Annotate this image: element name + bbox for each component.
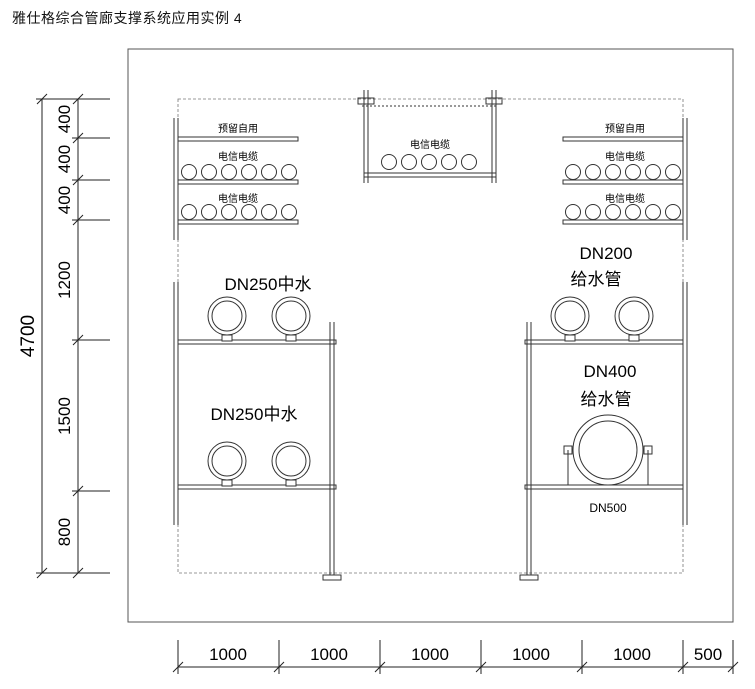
pipe-dn250	[211, 445, 243, 477]
label-reclaimed-upper: DN250中水	[225, 275, 312, 294]
left-cable-row-2	[181, 204, 297, 220]
cable	[381, 154, 397, 170]
cable	[565, 164, 581, 180]
label-telecom-left-1: 电信电缆	[218, 150, 258, 163]
label-dn500: DN500	[589, 501, 627, 515]
dim-v-total: 4700	[18, 315, 39, 357]
cable	[585, 204, 601, 220]
label-reclaimed-lower: DN250中水	[211, 405, 298, 424]
pipe-dn250	[207, 296, 247, 336]
horizontal-dimension-chain	[172, 640, 739, 674]
pipe-dn250	[271, 441, 311, 481]
cable	[181, 204, 197, 220]
dim-v-3: 400	[55, 186, 74, 214]
cable	[565, 204, 581, 220]
cable	[605, 204, 621, 220]
cable	[181, 164, 197, 180]
right-pipe-frame	[519, 322, 684, 581]
cable	[221, 164, 237, 180]
right-cable-row-1	[565, 164, 681, 180]
left-cable-row-1	[181, 164, 297, 180]
cable	[281, 204, 297, 220]
pipe-dn400	[572, 414, 644, 486]
cable	[665, 164, 681, 180]
dim-v-2: 400	[55, 145, 74, 173]
cable	[585, 164, 601, 180]
label-supply-small-name: 给水管	[571, 270, 622, 289]
left-wall-channel	[173, 118, 179, 525]
left-pipe-frame	[177, 322, 342, 581]
cable	[605, 164, 621, 180]
dim-h-3: 1000	[411, 645, 449, 664]
tunnel-outer-wall	[127, 48, 734, 623]
center-cable-row	[381, 154, 477, 170]
cable	[201, 204, 217, 220]
dim-v-5: 1500	[55, 397, 74, 435]
right-cable-trays	[562, 136, 684, 225]
cable	[625, 204, 641, 220]
dim-h-5: 1000	[613, 645, 651, 664]
cable	[261, 164, 277, 180]
cable	[241, 164, 257, 180]
cable	[625, 164, 641, 180]
pipe-dn250	[207, 441, 247, 481]
supply-pipes-small	[550, 296, 654, 336]
cable	[401, 154, 417, 170]
dim-h-6: 500	[694, 645, 722, 664]
supply-pipe-large	[563, 414, 653, 486]
left-cable-trays	[177, 136, 299, 225]
cable	[201, 164, 217, 180]
cable	[645, 204, 661, 220]
pipe-dn250	[211, 300, 243, 332]
dim-v-1: 400	[55, 105, 74, 133]
pipe-dn200	[614, 296, 654, 336]
dim-v-6: 800	[55, 518, 74, 546]
cable	[261, 204, 277, 220]
center-hanger	[357, 90, 503, 183]
dim-v-4: 1200	[55, 261, 74, 299]
dim-h-4: 1000	[512, 645, 550, 664]
pipe-dn250	[275, 300, 307, 332]
cable	[281, 164, 297, 180]
label-telecom-right-2: 电信电缆	[605, 192, 645, 205]
reclaimed-pipes-upper	[207, 296, 311, 336]
label-supply-small-size: DN200	[580, 244, 633, 263]
page-title: 雅仕格综合管廊支撑系统应用实例 4	[12, 10, 243, 26]
right-cable-row-2	[565, 204, 681, 220]
label-telecom-center: 电信电缆	[410, 138, 450, 151]
cable	[441, 154, 457, 170]
cable	[461, 154, 477, 170]
cable	[645, 164, 661, 180]
pipe-dn250	[271, 296, 311, 336]
pipe-dn200	[618, 300, 650, 332]
label-telecom-right-1: 电信电缆	[605, 150, 645, 163]
cable	[241, 204, 257, 220]
label-supply-large-name: 给水管	[581, 390, 632, 409]
label-reserve-left: 预留自用	[218, 122, 258, 135]
label-telecom-left-2: 电信电缆	[218, 192, 258, 205]
cable	[221, 204, 237, 220]
pipe-dn250	[275, 445, 307, 477]
pipe-clamp-legs	[221, 334, 640, 487]
right-wall-channel	[682, 118, 688, 525]
pipe-dn200	[550, 296, 590, 336]
pipe-dn200	[554, 300, 586, 332]
label-reserve-right: 预留自用	[605, 122, 645, 135]
dim-h-1: 1000	[209, 645, 247, 664]
reclaimed-pipes-lower	[207, 441, 311, 481]
vertical-dimension-chain	[36, 93, 110, 579]
cable	[665, 204, 681, 220]
cable	[421, 154, 437, 170]
pipe-dn400	[578, 420, 638, 480]
dim-h-2: 1000	[310, 645, 348, 664]
label-supply-large-size: DN400	[584, 362, 637, 381]
